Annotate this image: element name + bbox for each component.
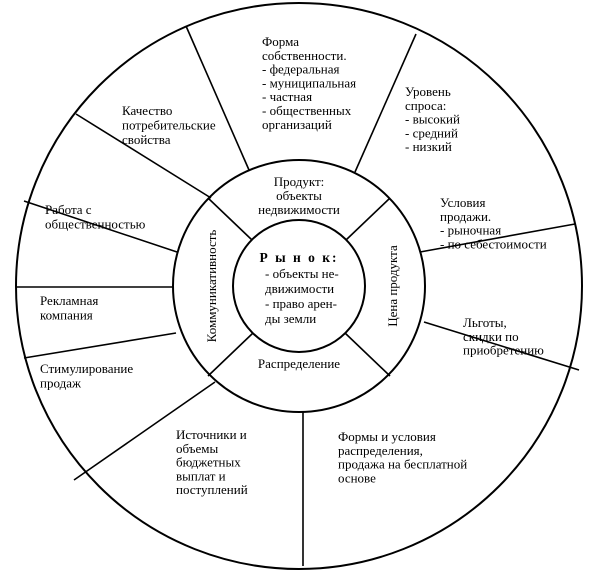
ring-product-line: объекты (276, 188, 322, 203)
ring-divider-4 (207, 332, 254, 377)
sector-divider-9 (23, 200, 178, 253)
center-text-line: - право арен- (265, 296, 337, 311)
sector-public-relations-line: общественностью (45, 217, 146, 232)
sector-distribution-forms-line: Формы и условия (338, 429, 436, 444)
ring-price-line: Цена продукта (385, 245, 400, 327)
sector-sale-conditions-line: продажи. (440, 209, 491, 224)
middle-ring-circle (172, 159, 426, 413)
center-title-line: Р ы н о к: (259, 250, 338, 265)
ring-price: Цена продукта (385, 245, 400, 327)
sector-demand-line: - высокий (405, 112, 460, 127)
sector-benefits-line: скидки по (463, 329, 519, 344)
sector-ownership-line: - общественных (262, 103, 352, 118)
sector-demand-line: - низкий (405, 139, 452, 154)
sector-budget-sources-line: поступлений (176, 482, 248, 497)
diagram-labels: Р ы н о к:- объекты не-движимости- право… (40, 34, 547, 497)
sector-advertising-line: Рекламная (40, 293, 98, 308)
sector-quality-line: Качество (122, 103, 172, 118)
ring-distribution-line: Распределение (258, 356, 340, 371)
sector-ownership-line: организаций (262, 117, 332, 132)
center-text-line: ды земли (265, 311, 316, 326)
sector-divider-4 (423, 321, 580, 371)
sector-sale-conditions-line: - рыночная (440, 223, 501, 238)
sector-budget-sources-line: выплат и (176, 468, 226, 483)
sector-ownership-line: собственности. (262, 48, 347, 63)
sector-quality-line: свойства (122, 132, 171, 147)
sector-divider-7 (23, 332, 177, 359)
sector-ownership-line: - федеральная (262, 62, 340, 77)
ring-communication: Коммуникативность (204, 230, 219, 343)
sector-quality-line: потребительские (122, 118, 216, 133)
sector-divider-1 (185, 25, 250, 171)
sector-divider-3 (419, 223, 576, 253)
sector-demand-line: - средний (405, 125, 458, 140)
sector-demand-line: спроса: (405, 98, 446, 113)
inner-circle (232, 219, 366, 353)
diagram-shapes (15, 2, 583, 570)
ring-communication-line: Коммуникативность (204, 230, 219, 343)
sector-advertising-line: компания (40, 308, 93, 323)
sector-divider-6 (73, 381, 216, 481)
ring-product-line: недвижимости (258, 202, 340, 217)
sector-budget-sources-line: бюджетных (176, 455, 241, 470)
sector-divider-2 (354, 33, 417, 173)
ring-divider-3 (344, 332, 391, 377)
center-title: Р ы н о к: (259, 250, 338, 265)
ring-product-line: Продукт: (274, 174, 325, 189)
ring-divider-2 (345, 197, 391, 241)
sector-budget-sources-line: Источники и (176, 427, 247, 442)
center-text-line: движимости (265, 281, 334, 296)
ring-distribution: Распределение (258, 356, 340, 371)
sector-budget-sources-line: объемы (176, 441, 219, 456)
sector-public-relations-line: Работа с (45, 202, 92, 217)
sector-ownership-line: Форма (262, 34, 299, 49)
center-text-line: - объекты не- (265, 266, 339, 281)
center-text: - объекты не-движимости- право арен-ды з… (265, 266, 339, 326)
sector-sale-conditions-line: - по себестоимости (440, 236, 547, 251)
sector-distribution-forms-line: основе (338, 470, 376, 485)
sector-sales-promotion-line: Стимулирование (40, 361, 133, 376)
sector-ownership-line: - муниципальная (262, 75, 356, 90)
sector-distribution-forms-line: продажа на бесплатной (338, 457, 467, 472)
sector-sale-conditions-line: Условия (440, 195, 485, 210)
sector-distribution-forms-line: распределения, (338, 443, 423, 458)
sector-sales-promotion-line: продаж (40, 376, 82, 391)
sector-benefits-line: Льготы, (463, 315, 507, 330)
sector-benefits-line: приобретению (463, 343, 544, 358)
sector-ownership-line: - частная (262, 89, 312, 104)
sector-divider-10 (75, 113, 212, 199)
outer-ring-circle (15, 2, 583, 570)
sector-demand-line: Уровень (405, 84, 451, 99)
ring-divider-1 (207, 197, 253, 241)
